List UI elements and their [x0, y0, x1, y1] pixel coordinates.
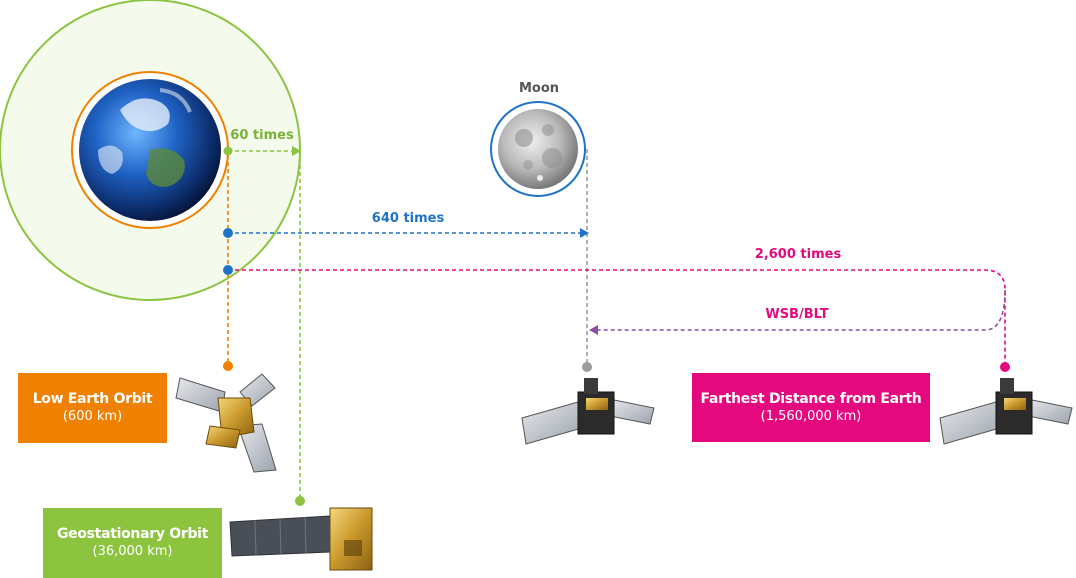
- lunar-orbiter: [521, 378, 655, 445]
- trajectory-arrowhead: [589, 325, 598, 335]
- geo-box-title: Geostationary Orbit: [56, 526, 209, 542]
- geo-ratio-dot: [223, 146, 233, 156]
- leo-box-title: Low Earth Orbit: [32, 391, 153, 407]
- far-box-title: Farthest Distance from Earth: [700, 390, 922, 407]
- far-ratio-start-dot: [223, 265, 233, 275]
- satellite-leo: [175, 373, 277, 473]
- moon-ratio-label: 640 times: [372, 211, 445, 226]
- moon-drop-dot: [582, 362, 592, 372]
- leo-box: Low Earth Orbit (600 km): [18, 373, 167, 443]
- geo-ratio-arrowhead: [292, 146, 301, 156]
- leo-drop-dot: [223, 361, 233, 371]
- lunar-orbiter-far: [939, 378, 1073, 445]
- moon-ratio-arrowhead: [580, 228, 589, 238]
- earth-image: [79, 79, 221, 221]
- geo-drop-dot: [295, 496, 305, 506]
- far-drop-dot: [1000, 362, 1010, 372]
- far-box-distance: (1,560,000 km): [760, 408, 862, 424]
- geo-ratio-label: 60 times: [230, 128, 294, 143]
- trajectory-label: WSB/BLT: [765, 307, 828, 322]
- geo-box-distance: (36,000 km): [92, 544, 173, 559]
- moon-ratio-dot: [223, 228, 233, 238]
- satellite-geo: [229, 507, 373, 571]
- trajectory-path: [598, 289, 1006, 331]
- far-ratio-path: [228, 269, 1006, 362]
- leo-box-distance: (600 km): [62, 409, 123, 424]
- moon-label: Moon: [519, 81, 559, 96]
- far-box: Farthest Distance from Earth (1,560,000 …: [692, 373, 930, 442]
- geo-box: Geostationary Orbit (36,000 km): [43, 508, 222, 578]
- far-ratio-label: 2,600 times: [755, 247, 842, 262]
- moon-image: [498, 109, 578, 189]
